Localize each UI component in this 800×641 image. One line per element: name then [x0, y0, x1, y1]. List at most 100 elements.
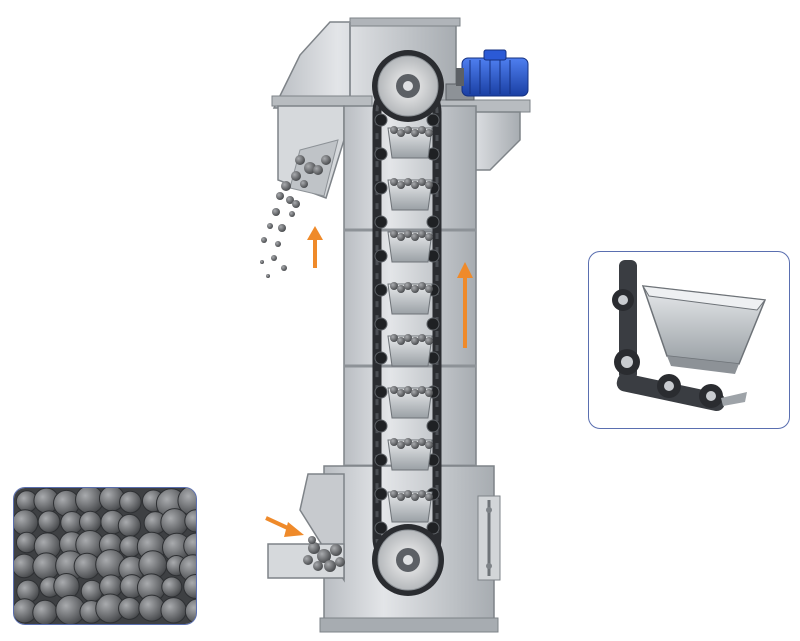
bucket: [387, 282, 433, 315]
material-lump: [411, 441, 419, 449]
chain-roller: [374, 351, 388, 365]
material-lump: [425, 389, 433, 397]
material-lump: [335, 557, 345, 567]
material-lump: [404, 386, 412, 394]
material-lump: [276, 192, 284, 200]
material-lump: [291, 171, 301, 181]
material-lump: [119, 490, 142, 514]
material-lump: [411, 129, 419, 137]
material-lump: [404, 282, 412, 290]
material-lump: [324, 560, 336, 572]
chain-roller: [374, 385, 388, 399]
material-lump: [411, 493, 419, 501]
material-lump: [271, 255, 277, 261]
bucket: [387, 126, 433, 159]
bucket-detail-inset: [588, 251, 790, 429]
flow-arrow-inlet: [265, 516, 304, 537]
material-lump: [397, 181, 405, 189]
flow-arrow-discharge: [307, 226, 323, 268]
chain-roller: [374, 283, 388, 297]
material-detail-inset: [13, 487, 197, 625]
material-lump: [390, 282, 398, 290]
material-lump: [397, 493, 405, 501]
chain-roller: [374, 215, 388, 229]
material-lump: [278, 224, 286, 232]
material-lump: [304, 162, 316, 174]
material-lump: [184, 509, 196, 533]
tail-sprocket: [372, 524, 444, 596]
material-lump: [118, 596, 141, 620]
material-lump: [390, 490, 398, 498]
material-lump: [183, 532, 196, 560]
material-lump: [390, 178, 398, 186]
material-lump: [418, 230, 426, 238]
material-lump: [418, 438, 426, 446]
material-lump: [160, 508, 189, 537]
material-lump: [260, 260, 264, 264]
material-lump: [308, 542, 320, 554]
bucket: [387, 490, 433, 523]
chain-roller: [374, 147, 388, 161]
material-lump: [266, 274, 270, 278]
buckets: [387, 126, 433, 523]
material-lump: [418, 126, 426, 134]
material-lump: [390, 334, 398, 342]
material-lump: [404, 334, 412, 342]
material-lump: [160, 597, 187, 624]
material-lump: [14, 509, 39, 536]
chain-roller: [374, 453, 388, 467]
material-lump: [117, 513, 142, 538]
material-lump: [404, 126, 412, 134]
material-lump: [418, 282, 426, 290]
material-lump: [313, 165, 323, 175]
material-lump: [390, 230, 398, 238]
material-lump: [272, 208, 280, 216]
material-lump: [418, 386, 426, 394]
material-lump: [261, 237, 267, 243]
material-lump: [411, 181, 419, 189]
material-lump: [295, 155, 305, 165]
material-lump: [53, 572, 80, 600]
material-lump: [321, 155, 331, 165]
material-lump: [411, 389, 419, 397]
material-lump: [330, 544, 342, 556]
material-lump: [317, 549, 331, 563]
material-lump: [308, 536, 316, 544]
material-lump: [397, 389, 405, 397]
bucket: [387, 386, 433, 419]
material-lump: [390, 386, 398, 394]
material-lump: [37, 510, 61, 534]
inlet-material: [303, 536, 345, 572]
material-lump: [397, 233, 405, 241]
bucket: [387, 334, 433, 367]
material-lump: [404, 490, 412, 498]
material-lump: [425, 441, 433, 449]
material-lump: [286, 196, 294, 204]
material-lump: [184, 598, 196, 624]
bucket: [387, 230, 433, 263]
material-lump: [411, 233, 419, 241]
material-lump: [404, 230, 412, 238]
material-lump: [183, 574, 196, 600]
chain-roller: [374, 181, 388, 195]
material-lump: [292, 200, 300, 208]
material-lump: [281, 265, 287, 271]
chain-roller: [374, 521, 388, 535]
chain-roller: [374, 419, 388, 433]
material-lump: [411, 285, 419, 293]
chain-rollers: [374, 113, 440, 535]
material-lump: [425, 233, 433, 241]
material-lump: [390, 126, 398, 134]
material-lump: [161, 576, 183, 598]
material-lump: [397, 129, 405, 137]
material-lump: [300, 180, 308, 188]
material-closeup: [14, 488, 196, 624]
material-lump: [390, 438, 398, 446]
chain-roller: [374, 487, 388, 501]
material-lump: [425, 285, 433, 293]
material-lump: [404, 438, 412, 446]
chain-roller: [374, 249, 388, 263]
material-lump: [397, 337, 405, 345]
material-lump: [79, 510, 102, 534]
